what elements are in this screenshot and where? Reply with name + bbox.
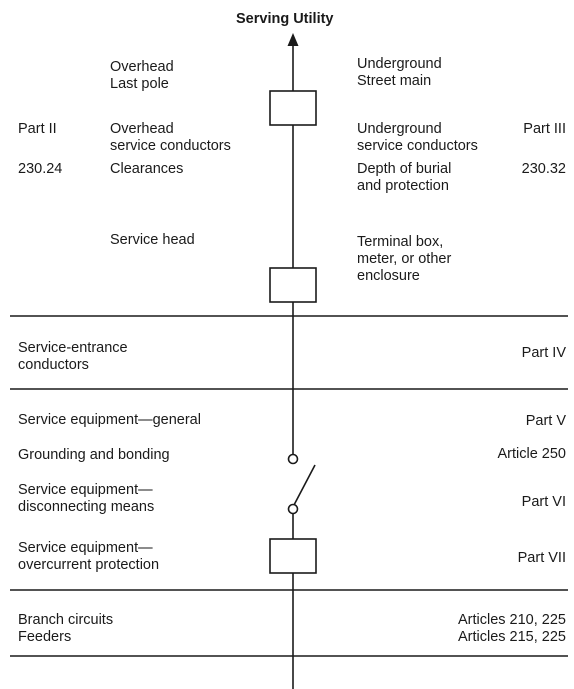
- overhead-source-line1: Overhead: [110, 59, 174, 75]
- underground-conductors-line1: Underground: [357, 121, 442, 137]
- section-230-24: 230.24: [18, 161, 63, 177]
- row-label-line: Service equipment—: [18, 482, 153, 498]
- underground-source-line2: Street main: [357, 73, 432, 89]
- row-grounding-ref: Article 250: [497, 446, 566, 462]
- row-label-line: conductors: [18, 357, 89, 373]
- overhead-conductors: Overhead service conductors: [110, 121, 231, 155]
- terminal-line3: enclosure: [357, 268, 420, 284]
- terminal-box-label: Terminal box, meter, or other enclosure: [357, 234, 451, 285]
- underground-source-line1: Underground: [357, 56, 442, 72]
- overhead-source: Overhead Last pole: [110, 59, 174, 93]
- depth-of-burial: Depth of burial and protection: [357, 161, 451, 195]
- row-label-line: overcurrent protection: [18, 557, 160, 573]
- part-iii-label: Part III: [523, 121, 566, 137]
- diagram-title: Serving Utility: [236, 11, 334, 27]
- overhead-source-line2: Last pole: [110, 76, 169, 92]
- row-service-entrance-label: Service-entrance conductors: [18, 340, 128, 374]
- switch-contact-top: [287, 453, 299, 465]
- row-branch-feeders-label: Branch circuits Feeders: [18, 612, 113, 646]
- row-equipment-general-label: Service equipment—general: [18, 412, 201, 428]
- row-ref-line: Articles 210, 225: [457, 612, 566, 628]
- switch-blade: [293, 464, 316, 506]
- switch-contact-bottom: [287, 503, 299, 515]
- row-overcurrent-label: Service equipment— overcurrent protectio…: [18, 540, 159, 574]
- overcurrent-box: [269, 538, 317, 574]
- part-ii-label: Part II: [18, 121, 57, 137]
- row-grounding-label: Grounding and bonding: [18, 447, 170, 463]
- terminal-line2: meter, or other: [357, 251, 452, 267]
- meter-box-top: [269, 90, 317, 126]
- row-label-line: Service equipment—: [18, 540, 153, 556]
- clearances-label: Clearances: [110, 161, 184, 177]
- row-label-line: Branch circuits: [18, 612, 114, 628]
- section-230-32: 230.32: [521, 161, 566, 177]
- row-branch-feeders-ref: Articles 210, 225 Articles 215, 225: [458, 612, 566, 646]
- row-disconnecting-ref: Part VI: [521, 494, 566, 510]
- row-service-entrance-ref: Part IV: [521, 345, 566, 361]
- depth-line1: Depth of burial: [357, 161, 452, 177]
- underground-conductors-line2: service conductors: [357, 138, 478, 154]
- terminal-line1: Terminal box,: [357, 234, 444, 250]
- row-ref-line: Articles 215, 225: [457, 629, 566, 645]
- arrow-up-icon: [287, 33, 299, 46]
- row-disconnecting-label: Service equipment— disconnecting means: [18, 482, 154, 516]
- row-label-line: Service-entrance: [18, 340, 128, 356]
- row-label-line: Feeders: [18, 629, 72, 645]
- row-label-line: disconnecting means: [18, 499, 155, 515]
- underground-source: Underground Street main: [357, 56, 442, 90]
- overhead-conductors-line1: Overhead: [110, 121, 174, 137]
- depth-line2: and protection: [357, 178, 449, 194]
- row-overcurrent-ref: Part VII: [517, 550, 566, 566]
- overhead-conductors-line2: service conductors: [110, 138, 231, 154]
- service-head-label: Service head: [110, 232, 195, 248]
- terminal-box: [269, 267, 317, 303]
- underground-conductors: Underground service conductors: [357, 121, 478, 155]
- row-equipment-general-ref: Part V: [525, 413, 566, 429]
